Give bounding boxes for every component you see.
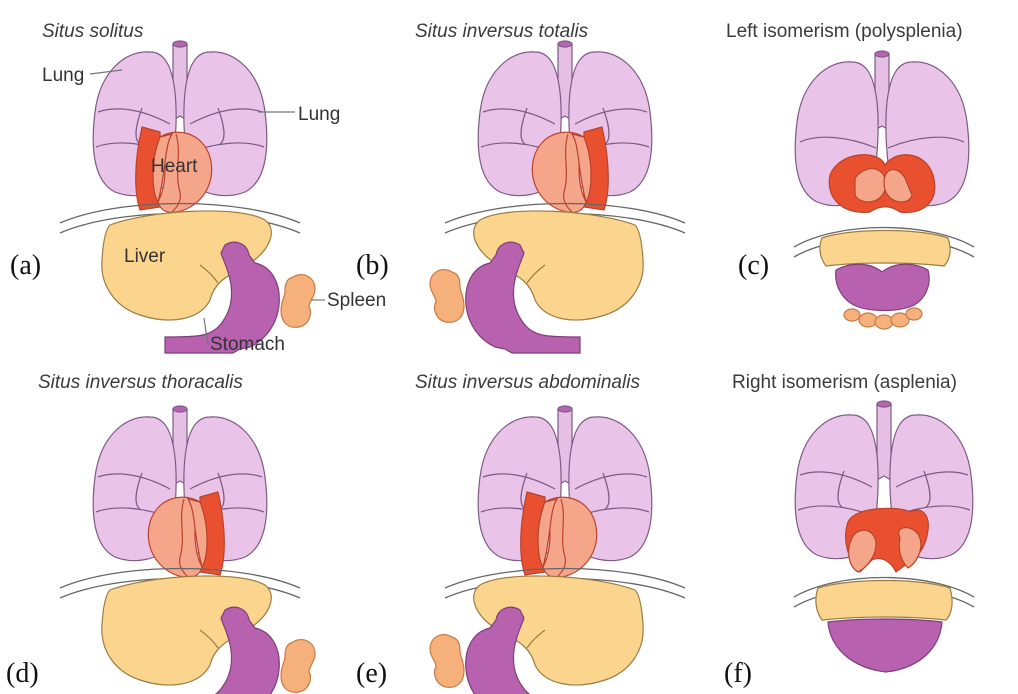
panel-c-title: Left isomerism (polysplenia) [726,21,963,42]
heart-label: Heart [151,156,198,177]
panel-d-illustration [60,406,315,694]
lung-label-left: Lung [42,65,84,86]
liver-label: Liver [124,246,166,267]
panel-d-title: Situs inversus thoracalis [38,372,243,393]
stomach-label: Stomach [210,334,285,355]
liver [820,231,950,267]
panel-d-letter: (d) [6,658,39,689]
panel-e-title: Situs inversus abdominalis [415,372,640,393]
panel-f-illustration [794,401,974,672]
panel-a-title: Situs solitus [42,21,144,42]
stomach [836,264,929,310]
lung-label-right: Lung [298,104,340,125]
panel-b-letter: (b) [356,250,389,281]
panel-e-letter: (e) [356,658,387,689]
panel-b-title: Situs inversus totalis [415,21,589,42]
heart [829,155,934,213]
spleen-label: Spleen [327,290,386,311]
panel-f-title: Right isomerism (asplenia) [732,372,957,393]
panel-f-letter: (f) [724,658,752,689]
polysplenia [844,308,922,329]
spleen [281,275,315,328]
spleen [430,635,464,688]
heart [846,508,929,572]
spleen [430,270,464,323]
panel-c-illustration [794,51,974,329]
panel-c-letter: (c) [738,250,769,281]
panel-b-illustration [430,41,685,353]
panel-e-illustration [430,406,685,694]
panel-a-letter: (a) [10,250,41,281]
panel-a-illustration [60,41,315,353]
spleen [281,640,315,693]
liver [816,581,952,621]
stomach [828,619,942,672]
